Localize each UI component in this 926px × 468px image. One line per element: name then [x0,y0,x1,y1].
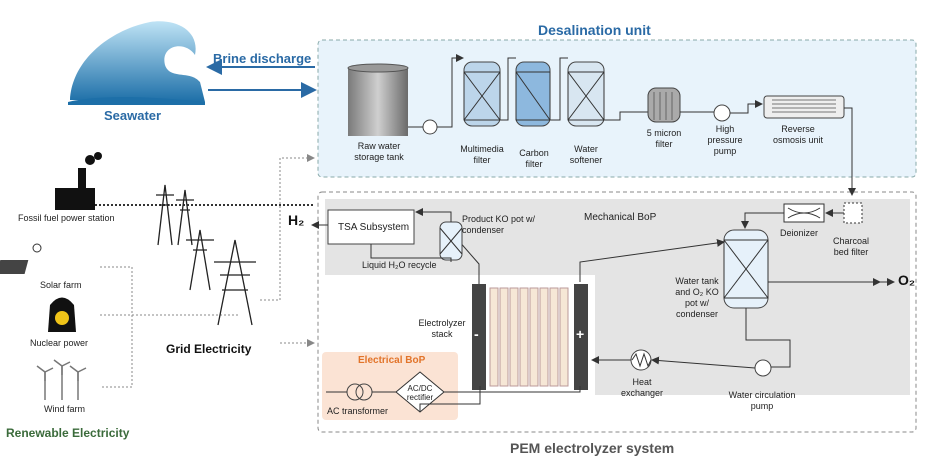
tsa-label: TSA Subsystem [338,222,410,233]
tsa-subsystem-box [327,209,415,245]
stack-minus: - [474,326,479,342]
ro-label: Reverse osmosis unit [772,124,824,145]
deionizer-label: Deionizer [780,228,819,238]
high-pressure-pump-icon [713,104,731,122]
carbon-filter-icon [515,61,551,127]
ac-transformer-label: AC transformer [327,406,389,416]
charcoal-filter-icon [843,202,863,224]
elec-bop-label: Electrical BoP [358,355,426,366]
stack-plus: + [576,326,585,342]
seawater-wave-icon [68,21,205,105]
desalination-title: Desalination unit [538,22,651,38]
water-softener-icon [567,61,605,127]
grid-pylons-icon [156,184,256,326]
stack-label: Electrolyzer stack [418,318,466,339]
multimedia-filter-icon [463,61,501,127]
brine-discharge-label: Brine discharge [213,51,312,66]
liquid-recycle-label: Liquid H₂O recycle [362,260,437,270]
mech-bop-label: Mechanical BoP [584,212,657,223]
grid-label: Grid Electricity [166,342,252,356]
rectifier-label: AC/DC rectifier [406,384,434,402]
deionizer-icon [783,203,825,223]
hp-pump-label: High pressure pump [707,124,743,156]
wind-farm-icon [36,359,87,400]
o2-output: O₂ [898,272,916,288]
water-tank-icon [723,229,769,309]
seawater-label: Seawater [104,108,162,123]
renewable-label: Renewable Electricity [6,426,130,440]
micron-filter-icon [647,87,681,123]
micron-label: 5 micron filter [646,128,682,149]
softener-label: Water softener [569,144,603,165]
ko-pot-label: Product KO pot w/ condenser [462,214,536,235]
charcoal-label: Charcoal bed filter [832,236,870,257]
solar-label: Solar farm [40,280,82,290]
multimedia-label: Multimedia filter [460,144,504,165]
feed-pump-icon [422,119,438,135]
electrolyzer-stack-icon [468,282,588,392]
heat-ex-label: Heat exchanger [620,377,664,398]
water-circulation-pump-icon [754,359,772,377]
fossil-label: Fossil fuel power station [18,213,115,223]
wind-label: Wind farm [44,404,86,414]
ro-unit-icon [763,95,845,119]
nuclear-label: Nuclear power [30,338,89,348]
h2-output: H₂ [288,212,305,228]
pem-title: PEM electrolyzer system [510,440,675,456]
product-ko-pot-icon [439,221,463,261]
raw-water-tank-icon [347,63,409,136]
circ-pump-label: Water circulation pump [728,390,796,411]
nuclear-power-icon [48,297,76,332]
raw-tank-label: Raw water storage tank [354,141,404,162]
solar-farm-icon [0,243,42,274]
fossil-power-station-icon [55,152,102,210]
carbon-label: Carbon filter [519,148,549,169]
water-tank-label: Water tank and O₂ KO pot w/ condenser [675,276,719,319]
